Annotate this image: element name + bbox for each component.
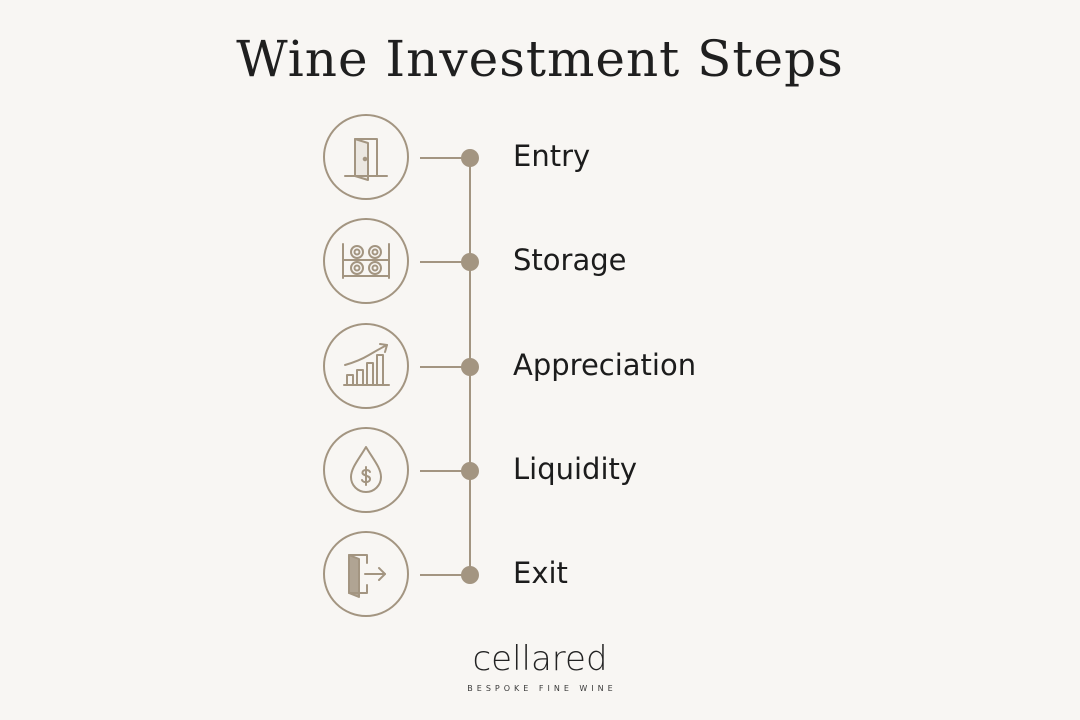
timeline-dot	[461, 462, 479, 480]
step-connector	[420, 261, 470, 263]
step-label-storage: Storage	[513, 243, 627, 277]
step-connector	[420, 574, 470, 576]
step-liquidity: Liquidity	[0, 426, 1080, 516]
timeline-dot	[461, 149, 479, 167]
exit-door-icon	[323, 531, 409, 617]
brand-name: cellared	[472, 639, 608, 679]
growth-chart-icon	[323, 323, 409, 409]
step-appreciation: Appreciation	[0, 322, 1080, 412]
timeline-dot	[461, 253, 479, 271]
door-open-icon	[323, 114, 409, 200]
step-storage: Storage	[0, 217, 1080, 307]
wine-rack-icon	[323, 218, 409, 304]
brand-logo: cellared BESPOKE FINE WINE	[0, 642, 1080, 693]
step-label-exit: Exit	[513, 556, 568, 590]
step-exit: Exit	[0, 530, 1080, 620]
timeline-dot	[461, 358, 479, 376]
step-label-liquidity: Liquidity	[513, 452, 638, 486]
timeline-dot	[461, 566, 479, 584]
step-label-entry: Entry	[513, 139, 591, 173]
step-connector	[420, 157, 470, 159]
step-connector	[420, 470, 470, 472]
money-drop-icon	[323, 427, 409, 513]
step-label-appreciation: Appreciation	[513, 348, 697, 382]
page-title: Wine Investment Steps	[236, 30, 844, 88]
step-entry: Entry	[0, 113, 1080, 203]
brand-tagline: BESPOKE FINE WINE	[467, 684, 617, 693]
step-connector	[420, 366, 470, 368]
